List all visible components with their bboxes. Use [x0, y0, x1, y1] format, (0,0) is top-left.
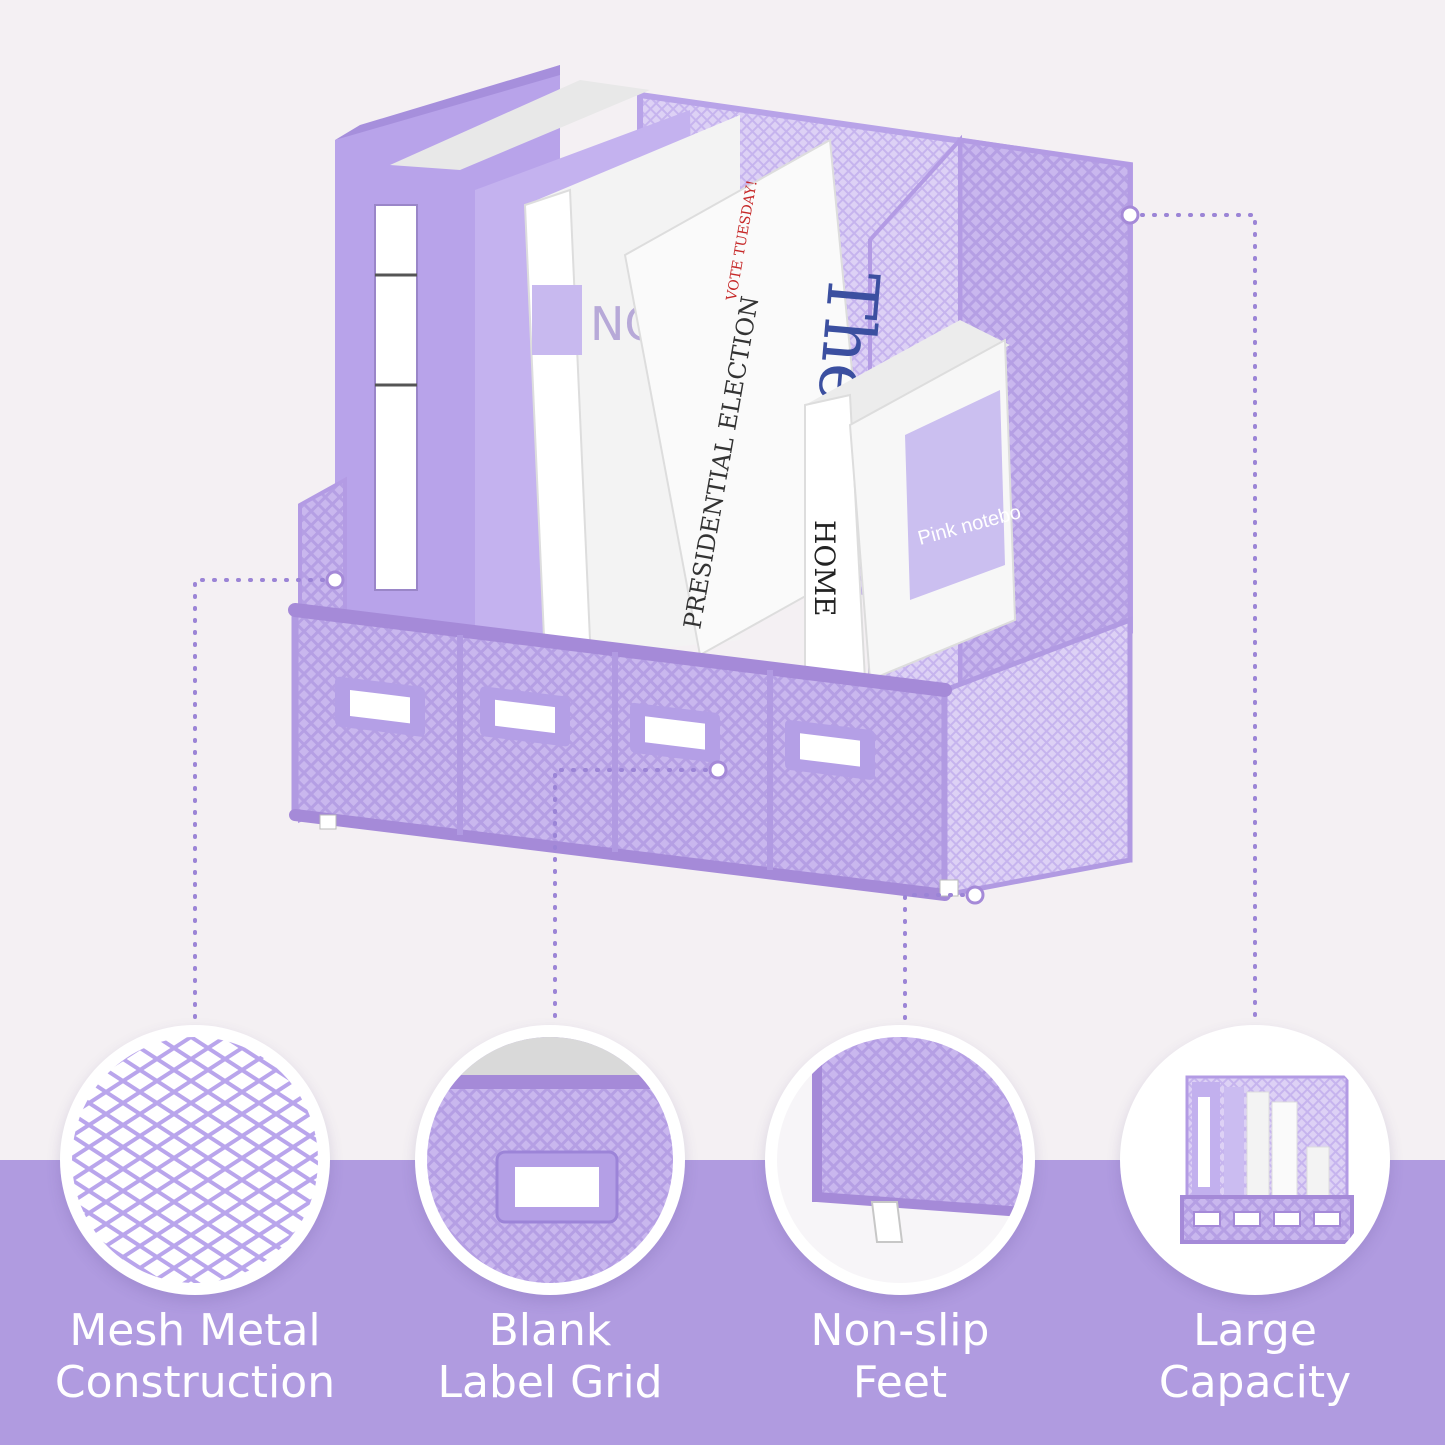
feature-circle-feet: [765, 1025, 1035, 1295]
large-capacity-detail-icon: [1132, 1037, 1378, 1283]
feature-caption-label-grid: Blank Label Grid: [380, 1305, 720, 1409]
caption-line: Large: [1193, 1305, 1317, 1356]
caption-line: Blank: [488, 1305, 612, 1356]
caption-line: Feet: [852, 1357, 948, 1408]
caption-line: Label Grid: [437, 1357, 663, 1408]
feature-circle-label-grid: [415, 1025, 685, 1295]
caption-line: Construction: [54, 1357, 336, 1408]
feature-circle-mesh: [60, 1025, 330, 1295]
caption-line: Mesh Metal: [69, 1305, 321, 1356]
label-grid-detail-icon: [427, 1037, 673, 1283]
callout-lines: [193, 213, 1257, 1022]
caption-line: Non-slip: [810, 1305, 990, 1356]
caption-line: Capacity: [1158, 1357, 1352, 1408]
feature-caption-capacity: Large Capacity: [1085, 1305, 1425, 1409]
feature-caption-mesh: Mesh Metal Construction: [25, 1305, 365, 1409]
mesh-detail-icon: [72, 1037, 318, 1283]
feature-circle-capacity: [1120, 1025, 1390, 1295]
book-spine-text: HOME: [808, 520, 841, 616]
feature-caption-feet: Non-slip Feet: [730, 1305, 1070, 1409]
non-slip-feet-detail-icon: [777, 1037, 1023, 1283]
label-holders: [335, 676, 875, 780]
